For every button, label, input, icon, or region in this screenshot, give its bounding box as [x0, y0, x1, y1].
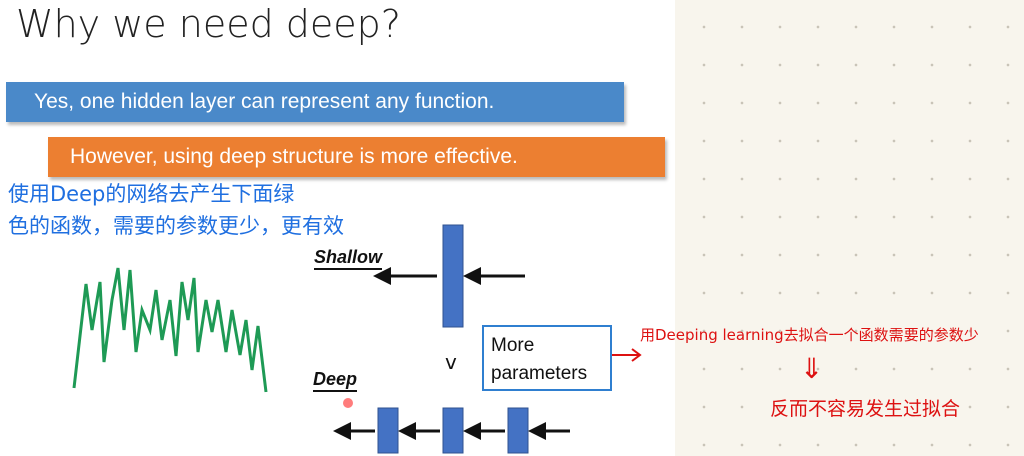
point-blue: Yes, one hidden layer can represent any …: [6, 82, 624, 122]
blue-annotation-line1: 使用Deep的网络去产生下面绿: [8, 182, 295, 206]
point-orange: However, using deep structure is more ef…: [48, 137, 665, 177]
blue-annotation-line2: 色的函数，需要的参数更少，更有效: [8, 214, 344, 238]
deep-layer-2: [442, 407, 464, 454]
notes-panel: [675, 0, 1024, 456]
red-annotation-arrow: [612, 348, 642, 362]
red-annotation-line2: 反而不容易发生过拟合: [770, 398, 961, 420]
comparison-sign: v: [445, 350, 457, 374]
red-annotation-line1: 用Deeping learning去拟合一个函数需要的参数少: [640, 326, 979, 344]
shallow-label: Shallow: [314, 247, 383, 270]
green-function-curve: [72, 267, 268, 393]
deep-layer-1: [377, 407, 399, 454]
deep-label: Deep: [313, 369, 358, 392]
down-arrow-icon: ⇓: [800, 352, 824, 385]
more-parameters-box: More parameters: [482, 325, 612, 391]
slide: Why we need deep? Yes, one hidden layer …: [6, 2, 665, 392]
shallow-layer: [442, 224, 464, 328]
page-title: Why we need deep?: [16, 2, 401, 46]
pointer-dot: [343, 398, 353, 408]
deep-layer-3: [507, 407, 529, 454]
